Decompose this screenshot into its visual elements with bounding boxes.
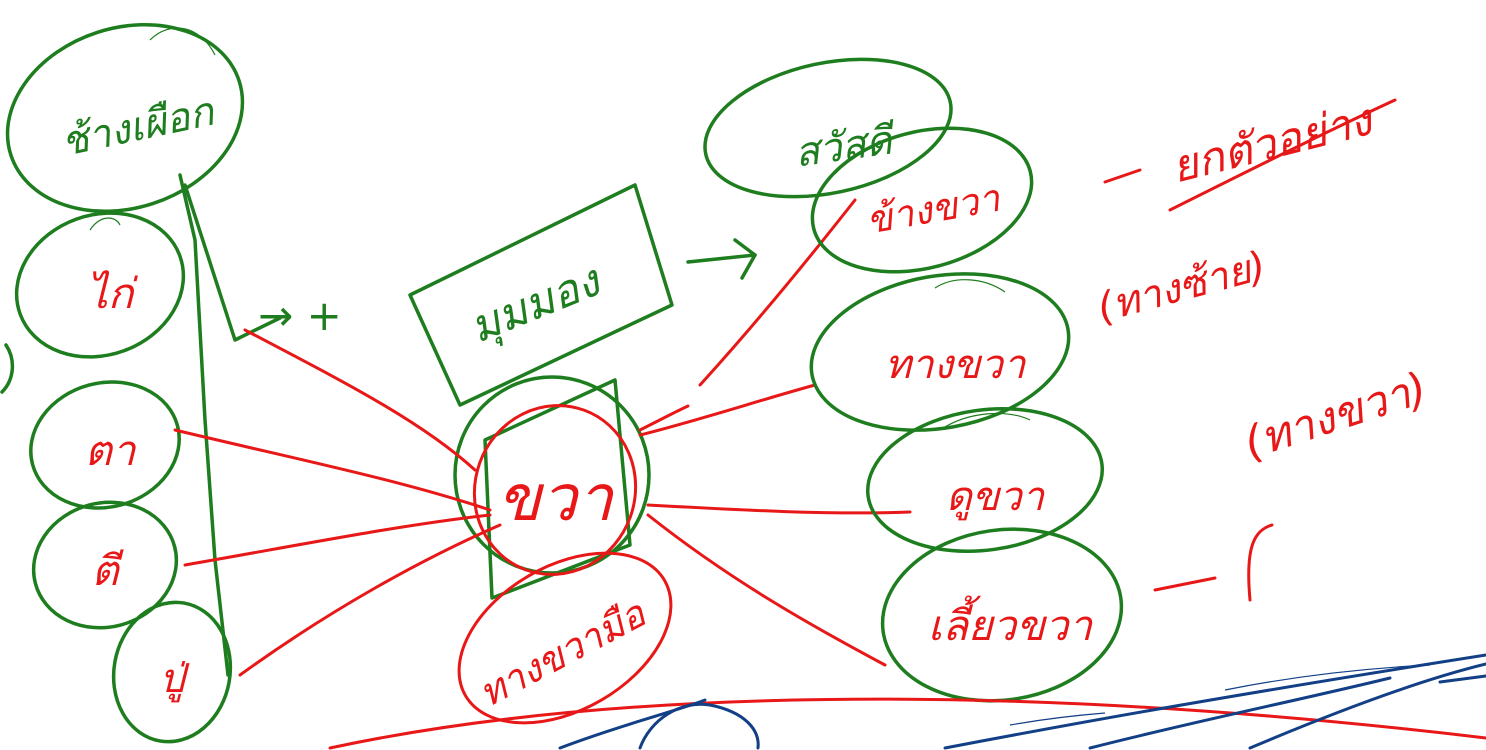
right-node-3: ดูขวา [865, 407, 1105, 553]
left-node-2: ตา [29, 380, 181, 510]
left-node-1-label: ไก่ [87, 269, 139, 318]
right-node-2: ทางขวา [809, 272, 1071, 432]
center-box: มุมมอง [408, 183, 674, 407]
left-node-4-label: ปู่ [159, 656, 190, 703]
side-note-mid2: (ทางขวา) [1238, 363, 1434, 470]
right-node-2-label: ทางขวา [885, 342, 1027, 388]
right-arrow [686, 253, 757, 264]
left-node-3-label: ตี [91, 546, 124, 595]
center-box-label: มุมมอง [462, 254, 610, 354]
right-node-4-label: เลี้ยวขวา [928, 595, 1094, 650]
left-node-2-label: ตา [85, 426, 137, 475]
connector-lines [173, 198, 912, 677]
side-note-bottom-mark [1153, 523, 1274, 602]
center-below-label: ทางขวามือ [471, 590, 654, 715]
left-edge-fragment [0, 343, 15, 394]
right-arrow-head [733, 238, 757, 280]
side-note-top-label: ยกตัวอย่าง [1166, 94, 1380, 194]
left-node-3: ตี [31, 500, 179, 630]
side-note-mid1: (ทางซ้าย) [1092, 243, 1271, 332]
center-node: ขวา [453, 375, 651, 600]
right-node-4: เลี้ยวขวา [880, 527, 1124, 703]
bottom-red-curve [328, 697, 1486, 750]
left-top-node: ช้างเผือก [5, 22, 245, 214]
center-node-label: ขวา [497, 462, 615, 536]
bottom-blue-strokes [558, 653, 1486, 750]
right-top-label: สวัสดี [792, 117, 900, 177]
left-arrow-stem [183, 183, 282, 342]
side-note-top: ยกตัวอย่าง [1103, 94, 1397, 212]
left-bracket [178, 173, 230, 677]
left-arrow-label: → + [258, 291, 342, 340]
right-node-1-label: ข้างขวา [863, 176, 1005, 243]
right-node-3-label: ดูขวา [946, 474, 1046, 521]
left-top-label: ช้างเผือก [57, 88, 219, 165]
left-node-1: ไก่ [14, 211, 186, 359]
